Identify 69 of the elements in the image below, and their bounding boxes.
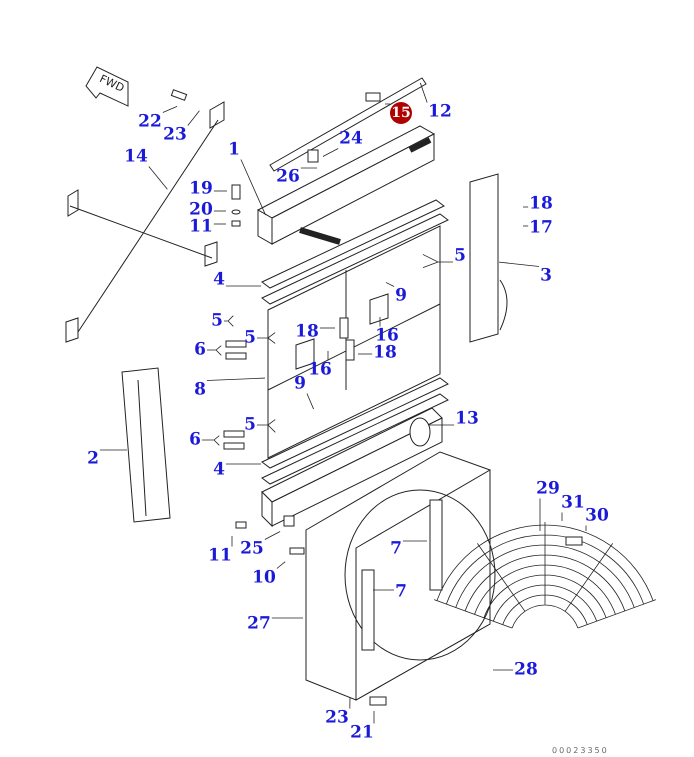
callout-number: 5 (243, 328, 257, 348)
callout-number: 5 (210, 312, 224, 330)
leader-line (276, 561, 286, 569)
callout-number: 15 (390, 102, 412, 124)
callout-number: 28 (513, 660, 539, 680)
callout-number: 24 (338, 130, 364, 148)
callout-number: 18 (528, 194, 554, 214)
leader-line (162, 106, 178, 113)
direction-label: FWD (98, 73, 126, 94)
callout-number: 21 (349, 724, 375, 742)
callout-number: 7 (394, 582, 408, 602)
callout-number: 3 (539, 266, 553, 286)
callout-number: 22 (137, 112, 163, 132)
callout-number: 23 (324, 708, 350, 728)
leader-line (213, 190, 228, 192)
leader-line (256, 332, 276, 344)
callout-number: 18 (294, 322, 320, 342)
leader-line (206, 378, 266, 381)
callout-number: 25 (239, 540, 265, 558)
leader-line (522, 206, 529, 208)
leader-line (322, 148, 339, 157)
callout-number: 7 (389, 540, 403, 558)
leader-line (240, 159, 266, 216)
leader-line (256, 419, 276, 433)
leader-line (224, 315, 234, 327)
callout-number: 17 (528, 218, 554, 238)
callout-number: 4 (212, 460, 226, 480)
leader-line (202, 435, 220, 446)
drawing-number: 00023350 (552, 747, 609, 755)
callout-number: 5 (243, 416, 257, 434)
callout-number: 11 (207, 546, 233, 566)
callout-number: 9 (394, 286, 408, 306)
callout-number: 2 (86, 450, 100, 468)
callout-number: 5 (453, 246, 467, 266)
callout-number: 19 (188, 180, 214, 198)
leader-line (213, 210, 226, 212)
leader-line (187, 110, 200, 126)
callout-number: 13 (454, 410, 480, 428)
leader-line (498, 262, 540, 267)
callout-number: 16 (307, 360, 333, 380)
leader-line (420, 82, 428, 103)
callout-number: 6 (193, 340, 207, 360)
leader-line (422, 254, 454, 268)
callout-number: 12 (427, 102, 453, 122)
leader-line (386, 282, 394, 287)
callout-number: 1 (227, 140, 241, 160)
callout-number: 31 (560, 494, 586, 512)
callout-number: 6 (188, 430, 202, 450)
callout-number: 8 (193, 380, 207, 400)
leader-line (206, 345, 222, 356)
callout-number: 4 (212, 270, 226, 290)
leader-line (428, 424, 455, 426)
callout-number: 10 (251, 568, 277, 588)
callout-number: 18 (372, 344, 398, 362)
callout-number: 30 (584, 506, 610, 526)
leader-line (148, 166, 168, 190)
leader-line (306, 393, 314, 410)
callout-number: 26 (275, 168, 301, 186)
callout-number: 20 (188, 200, 214, 220)
callout-number: 29 (535, 480, 561, 498)
callout-number: 14 (123, 148, 149, 166)
callout-number: 11 (188, 218, 214, 236)
callout-number: 16 (374, 326, 400, 346)
callout-number: 9 (293, 374, 307, 394)
callout-number: 23 (162, 126, 188, 144)
leader-line (349, 696, 350, 709)
callout-number: 27 (246, 614, 272, 634)
leader-line (402, 540, 428, 542)
leader-line (264, 531, 281, 540)
